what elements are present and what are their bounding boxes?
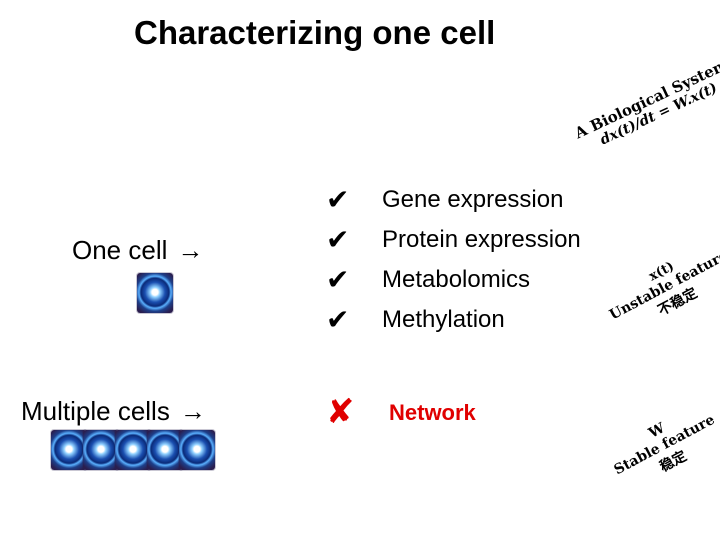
checklist-text: Gene expression [382, 186, 564, 213]
biological-system-annotation: A Biological System dx(t)/dt = W.x(t) [572, 55, 720, 156]
one-cell-row: One cell → [72, 235, 203, 266]
cell-image [137, 273, 173, 313]
checklist-text: Metabolomics [382, 266, 531, 293]
checklist: ✔ Gene expression ✔ Protein expression ✔… [326, 180, 581, 340]
checklist-text: Methylation [382, 306, 505, 333]
check-icon: ✔ [326, 304, 350, 335]
cell-image [83, 430, 119, 470]
checklist-item: ✔ Methylation [326, 300, 581, 340]
checklist-text: Protein expression [382, 226, 581, 253]
checklist-item: ✔ Protein expression [326, 220, 581, 260]
cell-image [147, 430, 183, 470]
slide-title: Characterizing one cell [134, 14, 496, 51]
one-cell-label: One cell [72, 235, 168, 265]
multiple-cells-label: Multiple cells [21, 396, 170, 426]
multiple-cells-row: Multiple cells → [21, 396, 206, 427]
cell-image [115, 430, 151, 470]
unstable-feature-annotation: x(t) Unstable feature 不稳定 [600, 234, 720, 341]
network-label: Network [389, 400, 476, 425]
check-icon: ✔ [326, 224, 350, 255]
check-icon: ✔ [326, 264, 350, 295]
right-arrow-icon: → [177, 235, 204, 265]
check-icon: ✔ [326, 184, 350, 215]
checklist-item: ✔ Metabolomics [326, 260, 581, 300]
cell-image [51, 430, 87, 470]
checklist-item: ✔ Gene expression [326, 180, 581, 220]
cell-image [179, 430, 215, 470]
stable-feature-annotation: W Stable feature 稳定 [604, 398, 720, 496]
cross-icon: ✘ [326, 393, 355, 431]
right-arrow-icon: → [179, 396, 206, 426]
